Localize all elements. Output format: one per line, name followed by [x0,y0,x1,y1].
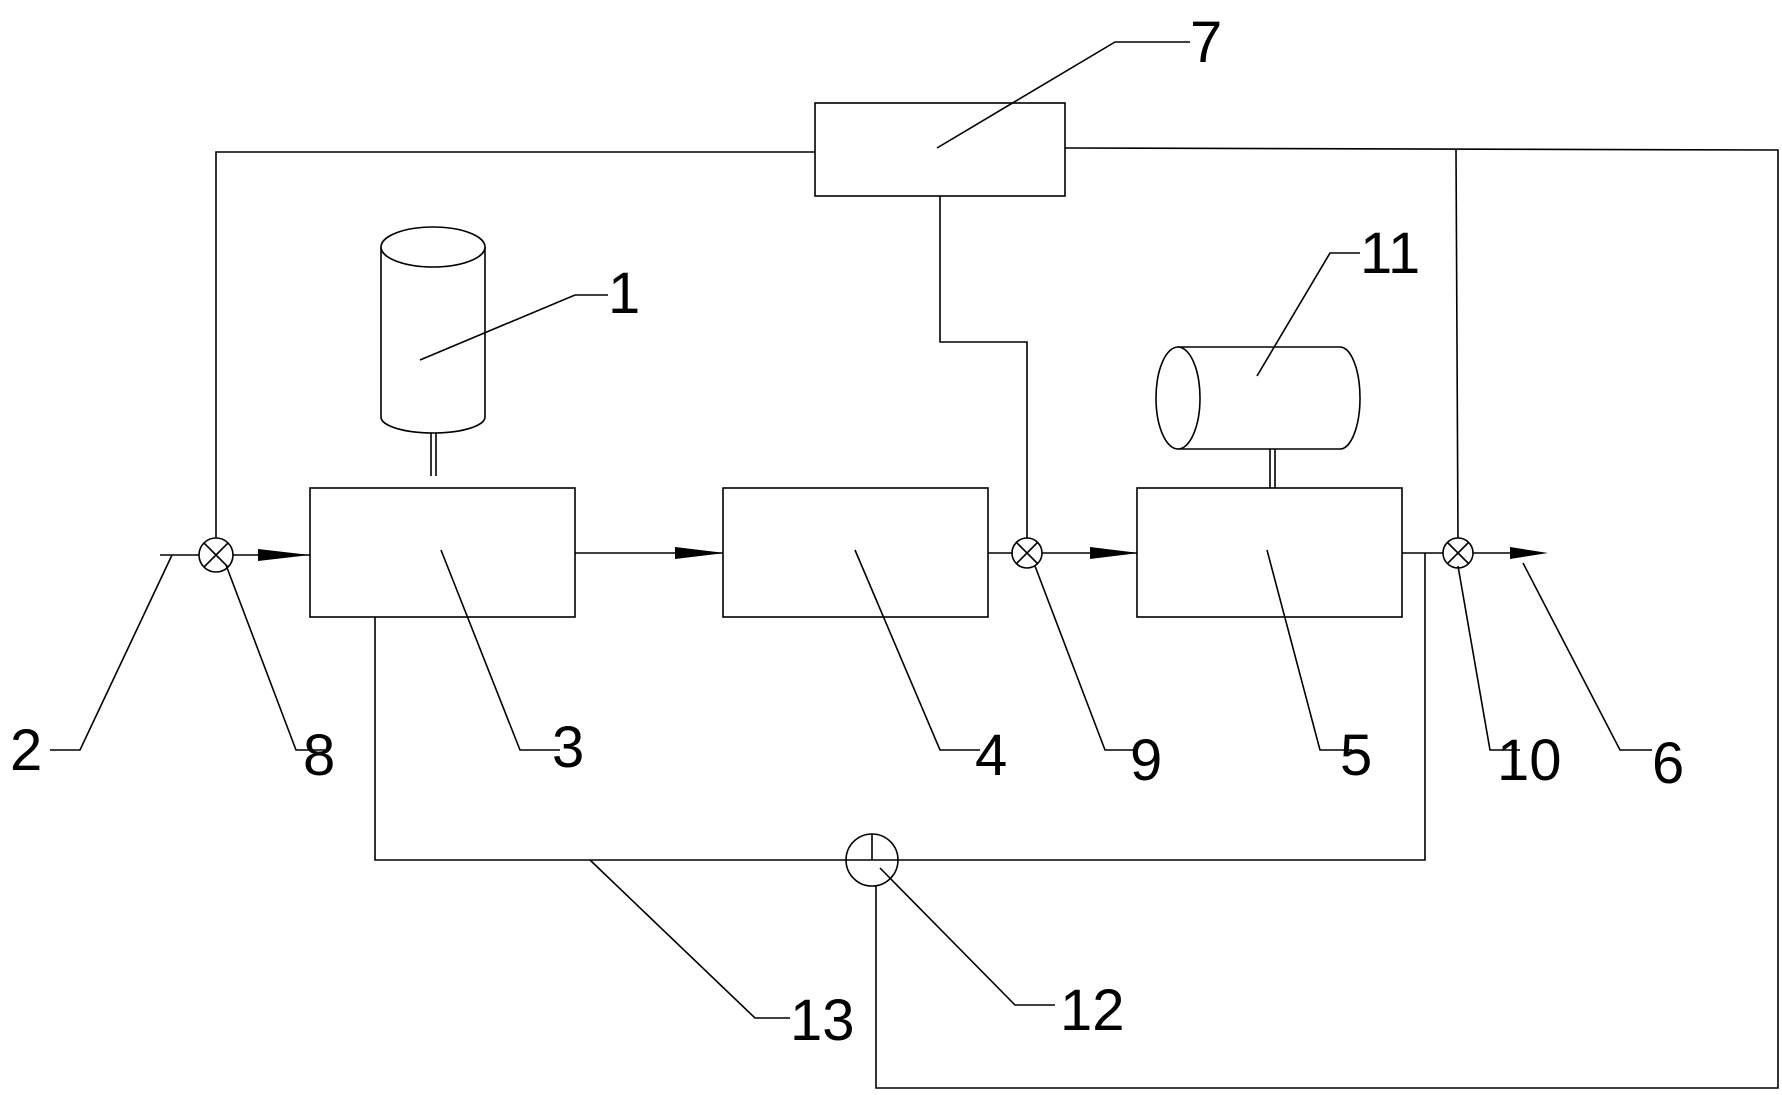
connection-lines [160,147,1779,1089]
label-7: 7 [1190,10,1222,75]
arrow-icon [1090,547,1139,559]
arrow-icon [675,547,725,559]
label-3: 3 [552,715,584,780]
label-2: 2 [10,718,42,783]
arrow-icon [1510,547,1548,559]
label-13: 13 [790,988,855,1053]
label-10: 10 [1497,728,1562,793]
label-5: 5 [1340,723,1372,788]
valve-8 [198,537,234,573]
tank-1 [380,226,486,476]
label-9: 9 [1130,728,1162,793]
valve-10 [1442,537,1474,569]
leader-lines [50,41,1652,1019]
box-7 [814,102,1066,197]
flow-arrows [258,547,1548,561]
label-1: 1 [608,261,640,326]
label-6: 6 [1652,731,1684,796]
label-4: 4 [975,723,1007,788]
valve-9 [1011,537,1043,569]
label-12: 12 [1060,978,1125,1043]
arrow-icon [258,549,310,561]
box-5 [1136,487,1403,618]
labels: 1 2 3 4 5 6 7 8 9 10 11 12 13 [10,10,1684,1053]
label-11: 11 [1360,221,1420,286]
label-8: 8 [303,723,335,788]
tank-11 [1155,346,1361,488]
